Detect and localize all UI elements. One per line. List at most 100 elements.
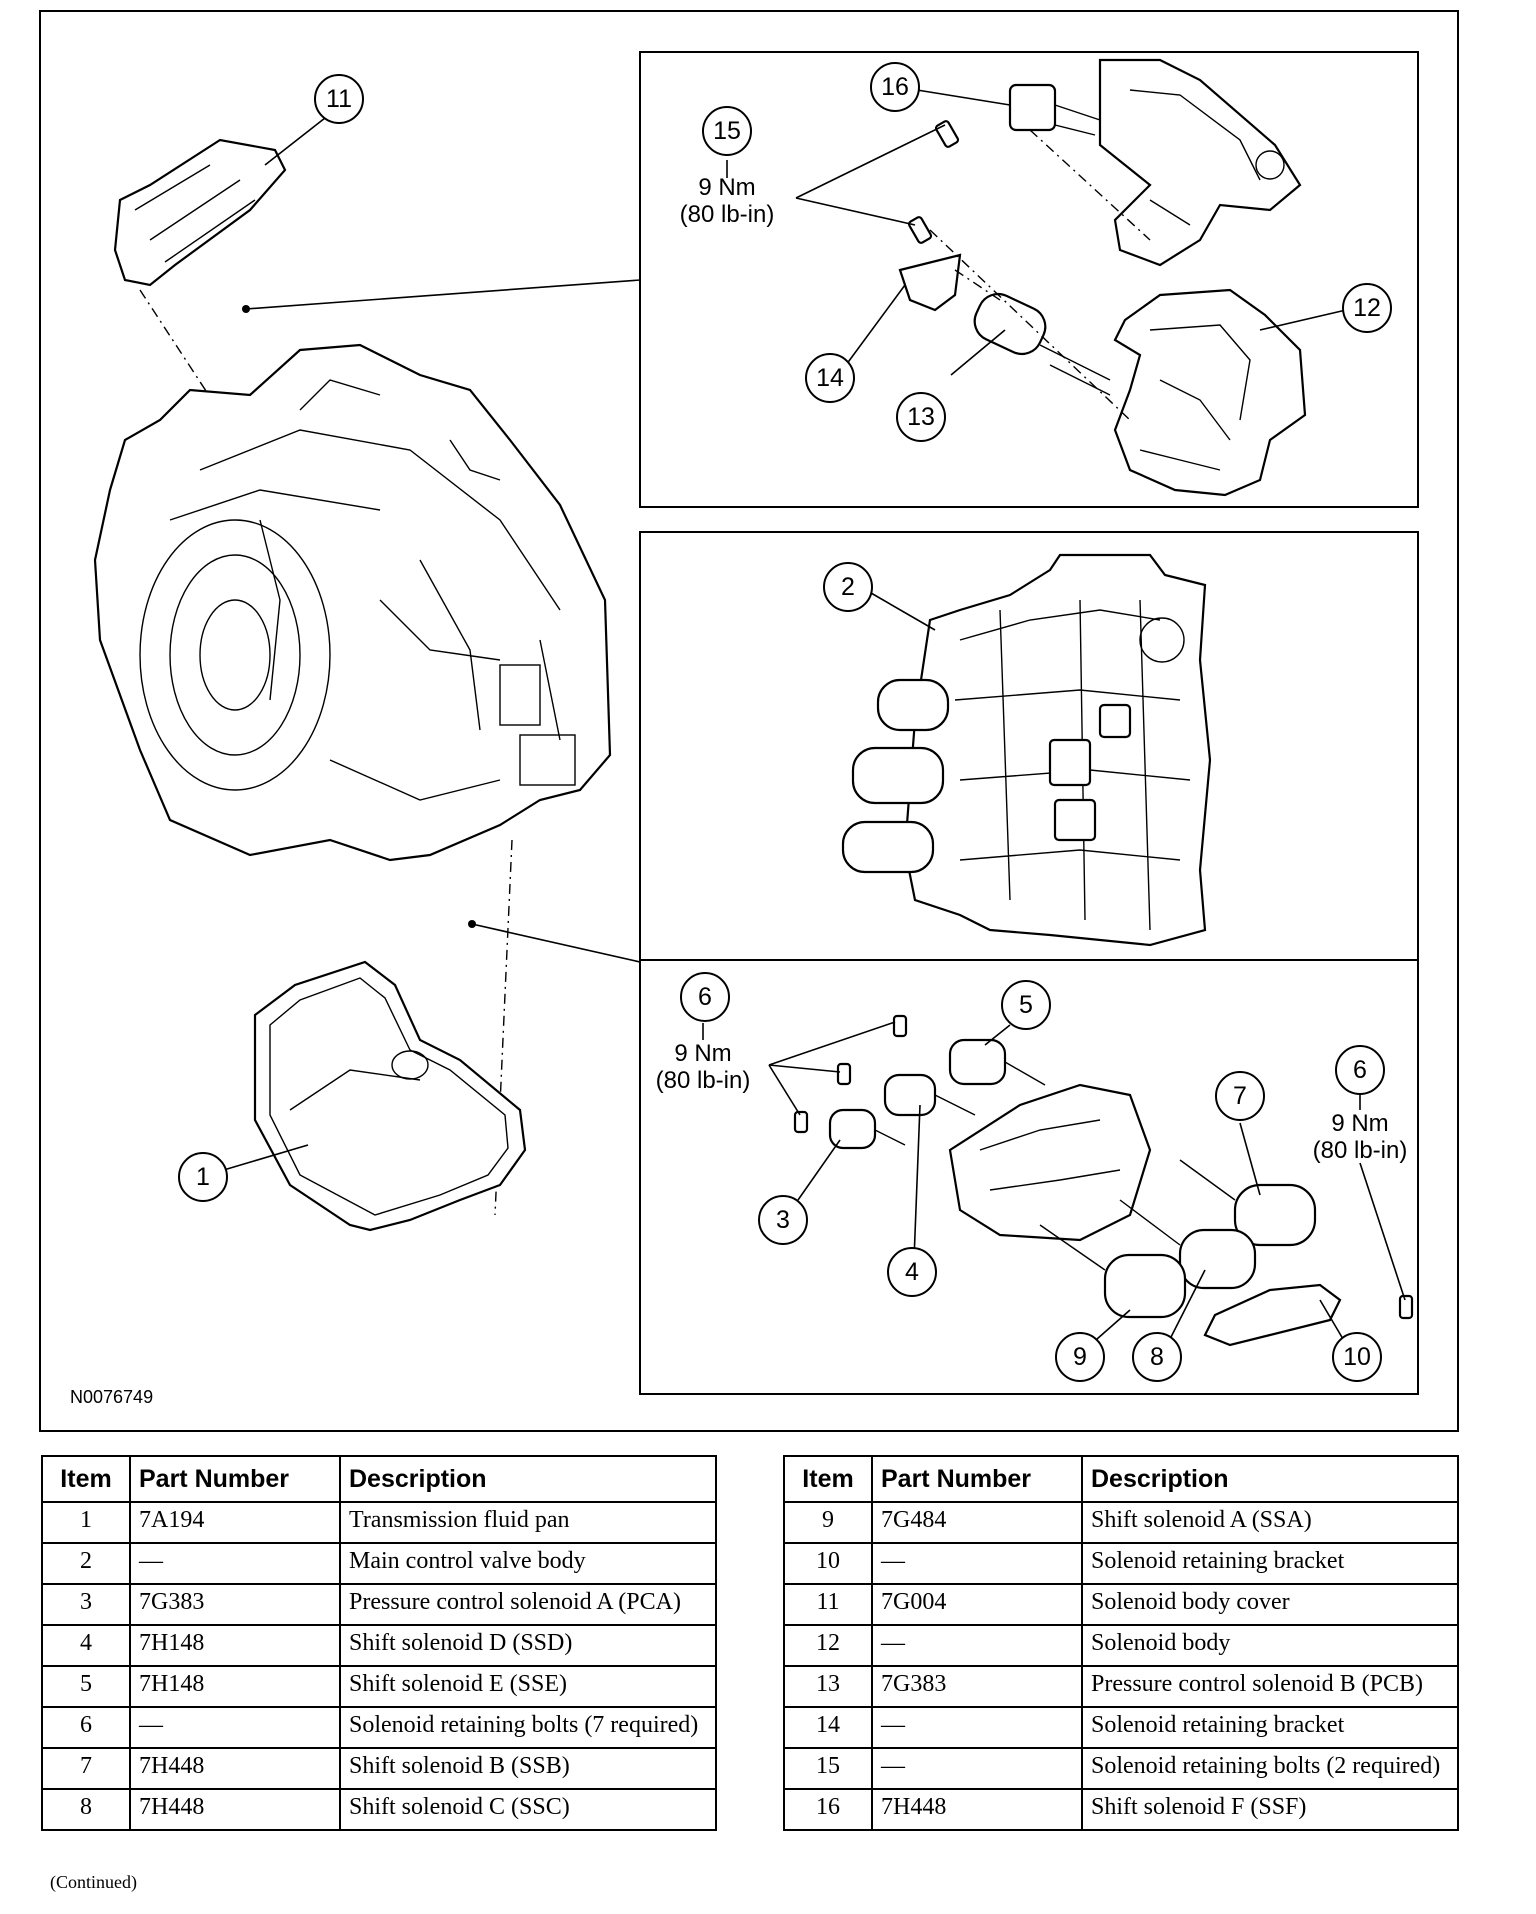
cell-part-number: 7A194 [129, 1501, 341, 1544]
table-row: 15—Solenoid retaining bolts (2 required) [783, 1747, 1459, 1790]
detail-box-valve-body [639, 531, 1419, 1395]
callout-9: 9 [1055, 1332, 1105, 1382]
callout-16: 16 [870, 62, 920, 112]
header-description: Description [1081, 1455, 1459, 1503]
cell-description: Shift solenoid C (SSC) [339, 1788, 717, 1831]
callout-2-label: 2 [841, 573, 855, 601]
cell-description: Shift solenoid F (SSF) [1081, 1788, 1459, 1831]
callout-12-label: 12 [1353, 294, 1381, 322]
cell-description: Pressure control solenoid B (PCB) [1081, 1665, 1459, 1708]
cell-item: 2 [41, 1542, 131, 1585]
torque-label-bolts-15-line1: 9 Nm [698, 174, 755, 201]
callout-1-label: 1 [196, 1163, 210, 1191]
transmission-fluid-pan [253, 960, 527, 1232]
torque-label-bolts-15-line2: (80 lb-in) [680, 201, 775, 228]
detail-box-solenoid-body [639, 51, 1419, 508]
callout-11: 11 [314, 74, 364, 124]
torque-label-bolts-6-left-line2: (80 lb-in) [656, 1067, 751, 1094]
cell-description: Solenoid retaining bolts (7 required) [339, 1706, 717, 1749]
transmission-assembly [93, 343, 612, 862]
callout-8: 8 [1132, 1332, 1182, 1382]
callout-5: 5 [1001, 980, 1051, 1030]
solenoid-retaining-bracket-upper [898, 253, 962, 312]
cell-item: 6 [41, 1706, 131, 1749]
shift-solenoid-b [1179, 1159, 1317, 1247]
pressure-control-solenoid-a [828, 1108, 906, 1150]
cell-description: Main control valve body [339, 1542, 717, 1585]
cell-part-number: 7H148 [129, 1665, 341, 1708]
table-row: 14—Solenoid retaining bracket [783, 1706, 1459, 1749]
cell-part-number: — [871, 1706, 1083, 1749]
callout-6-right: 6 [1335, 1045, 1385, 1095]
cell-part-number: 7G383 [129, 1583, 341, 1626]
cell-description: Solenoid retaining bracket [1081, 1706, 1459, 1749]
header-item: Item [41, 1455, 131, 1503]
cell-item: 7 [41, 1747, 131, 1790]
callout-8-label: 8 [1150, 1343, 1164, 1371]
callout-13-label: 13 [907, 403, 935, 431]
cell-item: 16 [783, 1788, 873, 1831]
cell-part-number: — [129, 1542, 341, 1585]
callout-6-left: 6 [680, 972, 730, 1022]
cell-description: Shift solenoid E (SSE) [339, 1665, 717, 1708]
header-part-number: Part Number [871, 1455, 1083, 1503]
table-row: 12—Solenoid body [783, 1624, 1459, 1667]
table-header-row: Item Part Number Description [783, 1455, 1459, 1503]
centerline-cover [139, 289, 226, 421]
solenoid-body-cover [113, 138, 287, 287]
callout-5-label: 5 [1019, 991, 1033, 1019]
callout-10: 10 [1332, 1332, 1382, 1382]
callout-4-label: 4 [905, 1258, 919, 1286]
main-control-valve-body [841, 553, 1212, 947]
callout-9-label: 9 [1073, 1343, 1087, 1371]
cell-part-number: 7G383 [871, 1665, 1083, 1708]
cell-description: Shift solenoid B (SSB) [339, 1747, 717, 1790]
callout-11-label: 11 [326, 85, 352, 113]
cell-part-number: — [129, 1706, 341, 1749]
cell-item: 8 [41, 1788, 131, 1831]
callout-14-label: 14 [816, 364, 844, 392]
callout-13: 13 [896, 392, 946, 442]
figure-id-label: N0076749 [70, 1387, 153, 1407]
cell-description: Shift solenoid D (SSD) [339, 1624, 717, 1667]
solenoid-retaining-bracket-lower [1203, 1283, 1342, 1347]
solenoid-retaining-bolts-lower [793, 1014, 1414, 1320]
cell-item: 15 [783, 1747, 873, 1790]
cell-item: 14 [783, 1706, 873, 1749]
cell-part-number: 7G004 [871, 1583, 1083, 1626]
cell-part-number: — [871, 1747, 1083, 1790]
cell-description: Solenoid body [1081, 1624, 1459, 1667]
callout-15: 15 [702, 106, 752, 156]
cell-part-number: 7H448 [129, 1788, 341, 1831]
cell-item: 9 [783, 1501, 873, 1544]
cell-description: Pressure control solenoid A (PCA) [339, 1583, 717, 1626]
shift-solenoid-c [1119, 1199, 1257, 1290]
callout-6-right-label: 6 [1353, 1056, 1367, 1084]
cell-item: 3 [41, 1583, 131, 1626]
shift-solenoid-d [883, 1073, 976, 1117]
shift-solenoid-f [1008, 83, 1151, 241]
callout-7: 7 [1215, 1071, 1265, 1121]
callout-16-label: 16 [881, 73, 909, 101]
cell-description: Solenoid body cover [1081, 1583, 1459, 1626]
table-row: 6—Solenoid retaining bolts (7 required) [41, 1706, 717, 1749]
callout-3: 3 [758, 1195, 808, 1245]
cell-part-number: — [871, 1542, 1083, 1585]
cell-item: 1 [41, 1501, 131, 1544]
callout-4: 4 [887, 1247, 937, 1297]
cell-part-number: 7H448 [129, 1747, 341, 1790]
callout-2: 2 [823, 562, 873, 612]
callout-3-label: 3 [776, 1206, 790, 1234]
cell-item: 11 [783, 1583, 873, 1626]
solenoid-body [1098, 58, 1307, 497]
table-row: 2—Main control valve body [41, 1542, 717, 1585]
callout-6-left-label: 6 [698, 983, 712, 1011]
